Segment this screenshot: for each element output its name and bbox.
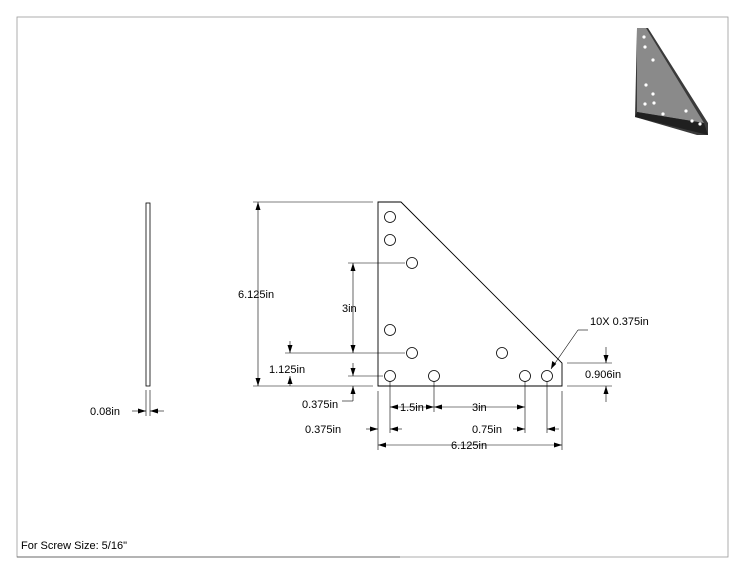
screw-size-note: For Screw Size: 5/16" [21, 540, 127, 552]
hole-spacing-15-label: 1.5in [400, 402, 424, 414]
hole-spacing-vertical-label: 3in [342, 303, 357, 315]
edge-offset-left-label: 0.375in [305, 424, 341, 436]
plate-outline [377, 201, 563, 387]
height-total-label: 6.125in [238, 289, 274, 301]
hole [384, 370, 396, 382]
plate-holes [384, 211, 553, 382]
edge-offset-bottom-label: 0.375in [302, 399, 338, 411]
hole [428, 370, 440, 382]
hole [406, 347, 418, 359]
hole [384, 234, 396, 246]
width-total-label: 6.125in [451, 440, 487, 452]
hole [496, 347, 508, 359]
offset-075-label: 0.75in [472, 424, 502, 436]
hole-callout-label: 10X 0.375in [590, 316, 649, 328]
side-view-plate [145, 202, 151, 387]
hole-offset-vertical-label: 1.125in [269, 364, 305, 376]
hole-spacing-3-label: 3in [472, 402, 487, 414]
thickness-label: 0.08in [90, 406, 120, 418]
hole [384, 211, 396, 223]
arrowheads [138, 202, 609, 448]
hole [541, 370, 553, 382]
sheet-border [16, 16, 729, 558]
tip-offset-label: 0.906in [585, 369, 621, 381]
hole [384, 324, 396, 336]
dimension-lines [253, 201, 612, 450]
hole [519, 370, 531, 382]
hole [406, 257, 418, 269]
thickness-dimension [132, 390, 164, 416]
iso-thumbnail [635, 28, 708, 135]
